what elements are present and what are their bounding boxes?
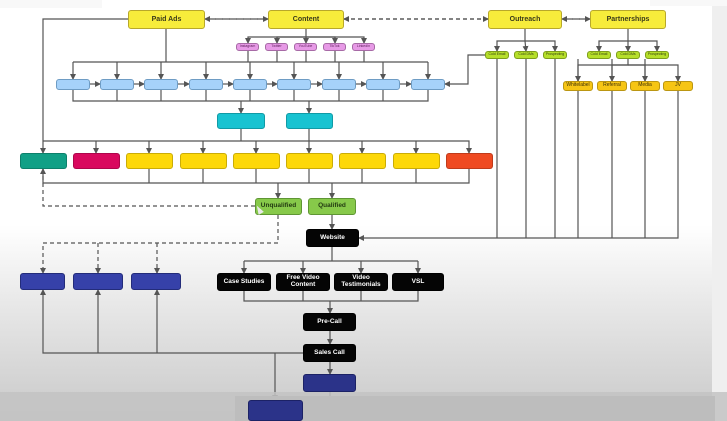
bottom-overlay-panel bbox=[235, 396, 715, 421]
to-referral bbox=[609, 64, 628, 82]
toolbar-right[interactable] bbox=[650, 0, 727, 6]
website-node[interactable]: Website bbox=[306, 229, 359, 247]
post-call-node[interactable] bbox=[303, 374, 356, 392]
pre-call-node[interactable]: Pre-Call bbox=[303, 313, 356, 331]
content-channel-linkedin[interactable]: LinkedIn bbox=[352, 43, 375, 51]
light-blue-stage-4[interactable] bbox=[189, 79, 223, 90]
light-blue-stage-6[interactable] bbox=[277, 79, 311, 90]
partnerships-to-cold-email bbox=[596, 29, 629, 52]
cyan-stage-1[interactable] bbox=[217, 113, 265, 129]
asset-case-studies[interactable]: Case Studies bbox=[217, 273, 271, 291]
content-channel-instagram[interactable]: Instagram bbox=[236, 43, 259, 51]
outreach-to-cold-dms bbox=[522, 40, 529, 52]
canvas-right-scroll-strip[interactable] bbox=[712, 0, 727, 421]
partnership-prospecting[interactable]: Prospecting bbox=[645, 51, 669, 59]
cyan-stage-2[interactable] bbox=[286, 113, 333, 129]
light-blue-stage-3[interactable] bbox=[144, 79, 178, 90]
light-blue-stage-9[interactable] bbox=[411, 79, 445, 90]
outreach-prospecting[interactable]: Prospecting bbox=[543, 51, 567, 59]
partnership-media[interactable]: Media bbox=[630, 81, 660, 91]
partnership-cold-dms[interactable]: Cold DMs bbox=[616, 51, 640, 59]
nurture-box-2[interactable] bbox=[73, 273, 123, 290]
content-to-channel bbox=[306, 36, 367, 44]
outreach-cold-dms[interactable]: Cold DMs bbox=[514, 51, 538, 59]
paid-ads-node[interactable]: Paid Ads bbox=[128, 10, 205, 29]
colored-stage-3[interactable] bbox=[126, 153, 173, 169]
partnership-cold-email[interactable]: Cold Email bbox=[587, 51, 611, 59]
outreach-to-cold-email bbox=[494, 29, 526, 52]
unqualified-node[interactable]: Unqualified bbox=[255, 198, 302, 215]
colored-stage-2[interactable] bbox=[73, 153, 120, 169]
unqualified-to-nurture-1 bbox=[40, 215, 279, 274]
qualified-node[interactable]: Qualified bbox=[308, 198, 356, 215]
nurture-box-1[interactable] bbox=[20, 273, 65, 290]
outreach-node[interactable]: Outreach bbox=[488, 10, 562, 29]
paid-ads-to-teal bbox=[40, 18, 128, 154]
colored-stage-1[interactable] bbox=[20, 153, 67, 169]
sales-call-node[interactable]: Sales Call bbox=[303, 344, 356, 362]
final-outcome-node[interactable] bbox=[248, 400, 303, 421]
light-blue-stage-7[interactable] bbox=[322, 79, 356, 90]
asset-vsl[interactable]: VSL bbox=[392, 273, 444, 291]
light-blue-stage-8[interactable] bbox=[366, 79, 400, 90]
asset-free-video-content[interactable]: Free Video Content bbox=[276, 273, 330, 291]
nurture-box-3[interactable] bbox=[131, 273, 181, 290]
partnership-whitelabel[interactable]: Whitelabel bbox=[563, 81, 593, 91]
partnership-jv[interactable]: JV bbox=[663, 81, 693, 91]
content-channel-twitter[interactable]: Twitter bbox=[265, 43, 288, 51]
partnerships-to-prospecting bbox=[628, 40, 660, 52]
colored-stage-9[interactable] bbox=[446, 153, 493, 169]
content-node[interactable]: Content bbox=[268, 10, 344, 29]
outreach-cold-email[interactable]: Cold Email bbox=[485, 51, 509, 59]
content-to-channel bbox=[274, 36, 306, 44]
toolbar-left[interactable] bbox=[0, 0, 102, 8]
colored-stage-8[interactable] bbox=[393, 153, 440, 169]
to-media bbox=[628, 64, 648, 82]
outreach-to-prospecting bbox=[525, 40, 558, 52]
assets-bus-bottom bbox=[243, 291, 419, 302]
partnership-referral[interactable]: Referral bbox=[597, 81, 627, 91]
light-blue-stage-1[interactable] bbox=[56, 79, 90, 90]
light-blue-stage-5[interactable] bbox=[233, 79, 267, 90]
unqualified-to-teal bbox=[40, 168, 255, 207]
content-channel-tiktok[interactable]: TikTok bbox=[323, 43, 346, 51]
colored-stage-6[interactable] bbox=[286, 153, 333, 169]
canvas-background-fade bbox=[0, 225, 727, 421]
to-jv bbox=[628, 64, 681, 82]
content-channel-youtube[interactable]: YouTube bbox=[294, 43, 317, 51]
right-bus-to-website bbox=[358, 91, 679, 241]
outreach-cold-email-to-blue bbox=[444, 54, 485, 87]
light-blue-stage-2[interactable] bbox=[100, 79, 134, 90]
to-whitelabel bbox=[575, 59, 629, 82]
colored-stage-4[interactable] bbox=[180, 153, 227, 169]
asset-video-testimonials[interactable]: Video Testimonials bbox=[334, 273, 388, 291]
partnerships-node[interactable]: Partnerships bbox=[590, 10, 666, 29]
colored-stage-7[interactable] bbox=[339, 153, 386, 169]
color-bus-top bbox=[43, 140, 472, 154]
sales-call-to-nurture-1 bbox=[40, 289, 303, 354]
colored-stage-5[interactable] bbox=[233, 153, 280, 169]
